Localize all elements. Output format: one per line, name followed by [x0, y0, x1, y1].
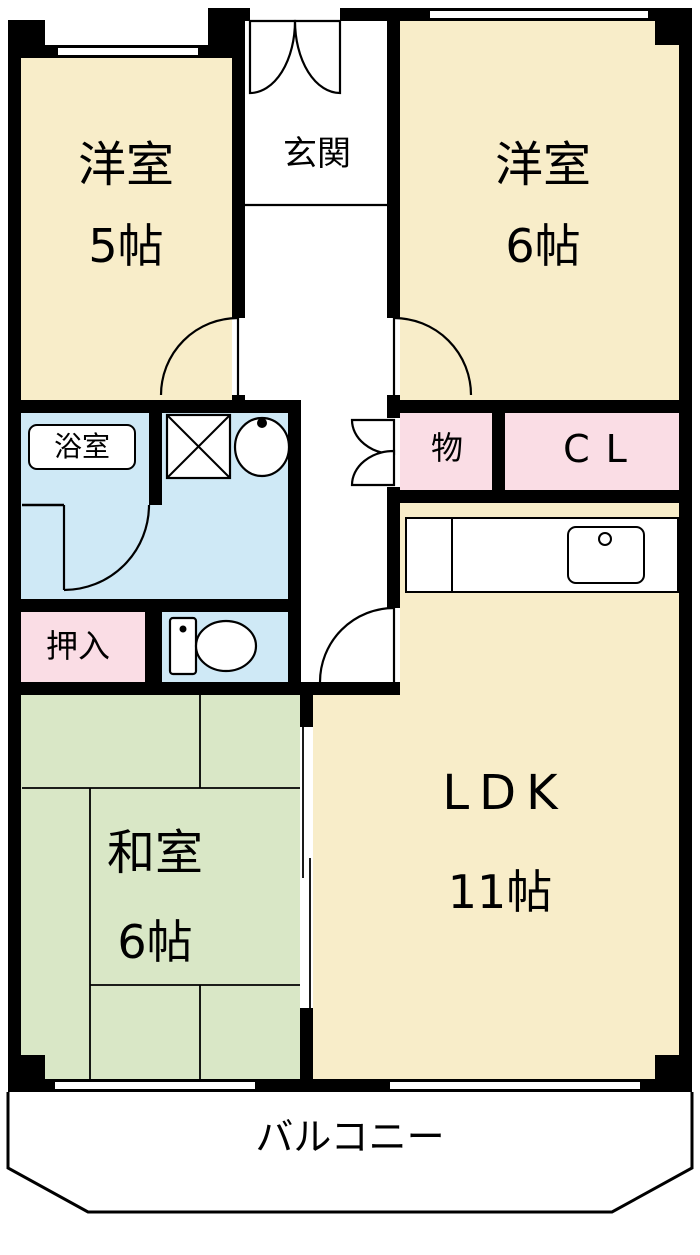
wall: [288, 413, 301, 695]
door-opening-western2: [387, 318, 400, 395]
pillar: [8, 1055, 45, 1092]
door-opening-entrance: [250, 8, 340, 21]
room-closet: [505, 413, 692, 503]
oshiire-label: 押入: [45, 627, 110, 665]
room-western2: [387, 8, 692, 413]
bath-label: 浴室: [53, 430, 110, 464]
bath-label-badge: 浴室: [28, 424, 136, 470]
wall: [145, 612, 162, 682]
pillar: [208, 8, 245, 58]
balcony-label: バルコニー: [255, 1115, 445, 1159]
room-ldk: [387, 413, 692, 1092]
wall: [232, 8, 245, 413]
kitchen-faucet-icon: [598, 532, 612, 546]
door-arc-ldk: [318, 606, 395, 683]
pillar: [655, 8, 692, 45]
wall: [387, 400, 692, 413]
ldk-size-label: 11帖: [447, 865, 553, 919]
closet-label: CL: [563, 427, 643, 471]
wall: [8, 45, 21, 1092]
washitsu-label: 和室: [106, 825, 203, 881]
wall: [8, 400, 301, 413]
western1-size-label: 5帖: [88, 219, 164, 273]
western1-label: 洋室: [77, 137, 174, 193]
window: [55, 1079, 255, 1092]
wall: [679, 8, 692, 1092]
washitsu-size-label: 6帖: [117, 915, 193, 969]
wall: [149, 413, 162, 505]
door-opening-western1: [232, 318, 245, 395]
window: [430, 8, 648, 21]
ldk-label: LDK: [442, 765, 568, 821]
wall: [387, 490, 692, 503]
pillar: [655, 1055, 692, 1092]
entrance-door-leaf-icon: [248, 19, 297, 95]
door-opening-storage: [387, 418, 400, 487]
room-storage: [387, 413, 505, 503]
window: [58, 45, 198, 58]
western2-size-label: 6帖: [505, 219, 581, 273]
room-ldk-extension: [300, 695, 400, 1092]
wall: [8, 599, 301, 612]
western2-label: 洋室: [494, 137, 591, 193]
window: [390, 1079, 640, 1092]
entrance-label: 玄関: [283, 134, 351, 174]
wall: [492, 413, 505, 490]
room-oshiire: [8, 612, 145, 695]
room-washitsu: [8, 695, 313, 1092]
pillar: [8, 20, 45, 58]
wall: [8, 682, 400, 695]
entrance-door-leaf-icon: [293, 19, 342, 95]
storage-label: 物: [430, 429, 463, 467]
sliding-door-opening: [300, 727, 313, 1008]
door-opening-ldk: [387, 608, 400, 682]
